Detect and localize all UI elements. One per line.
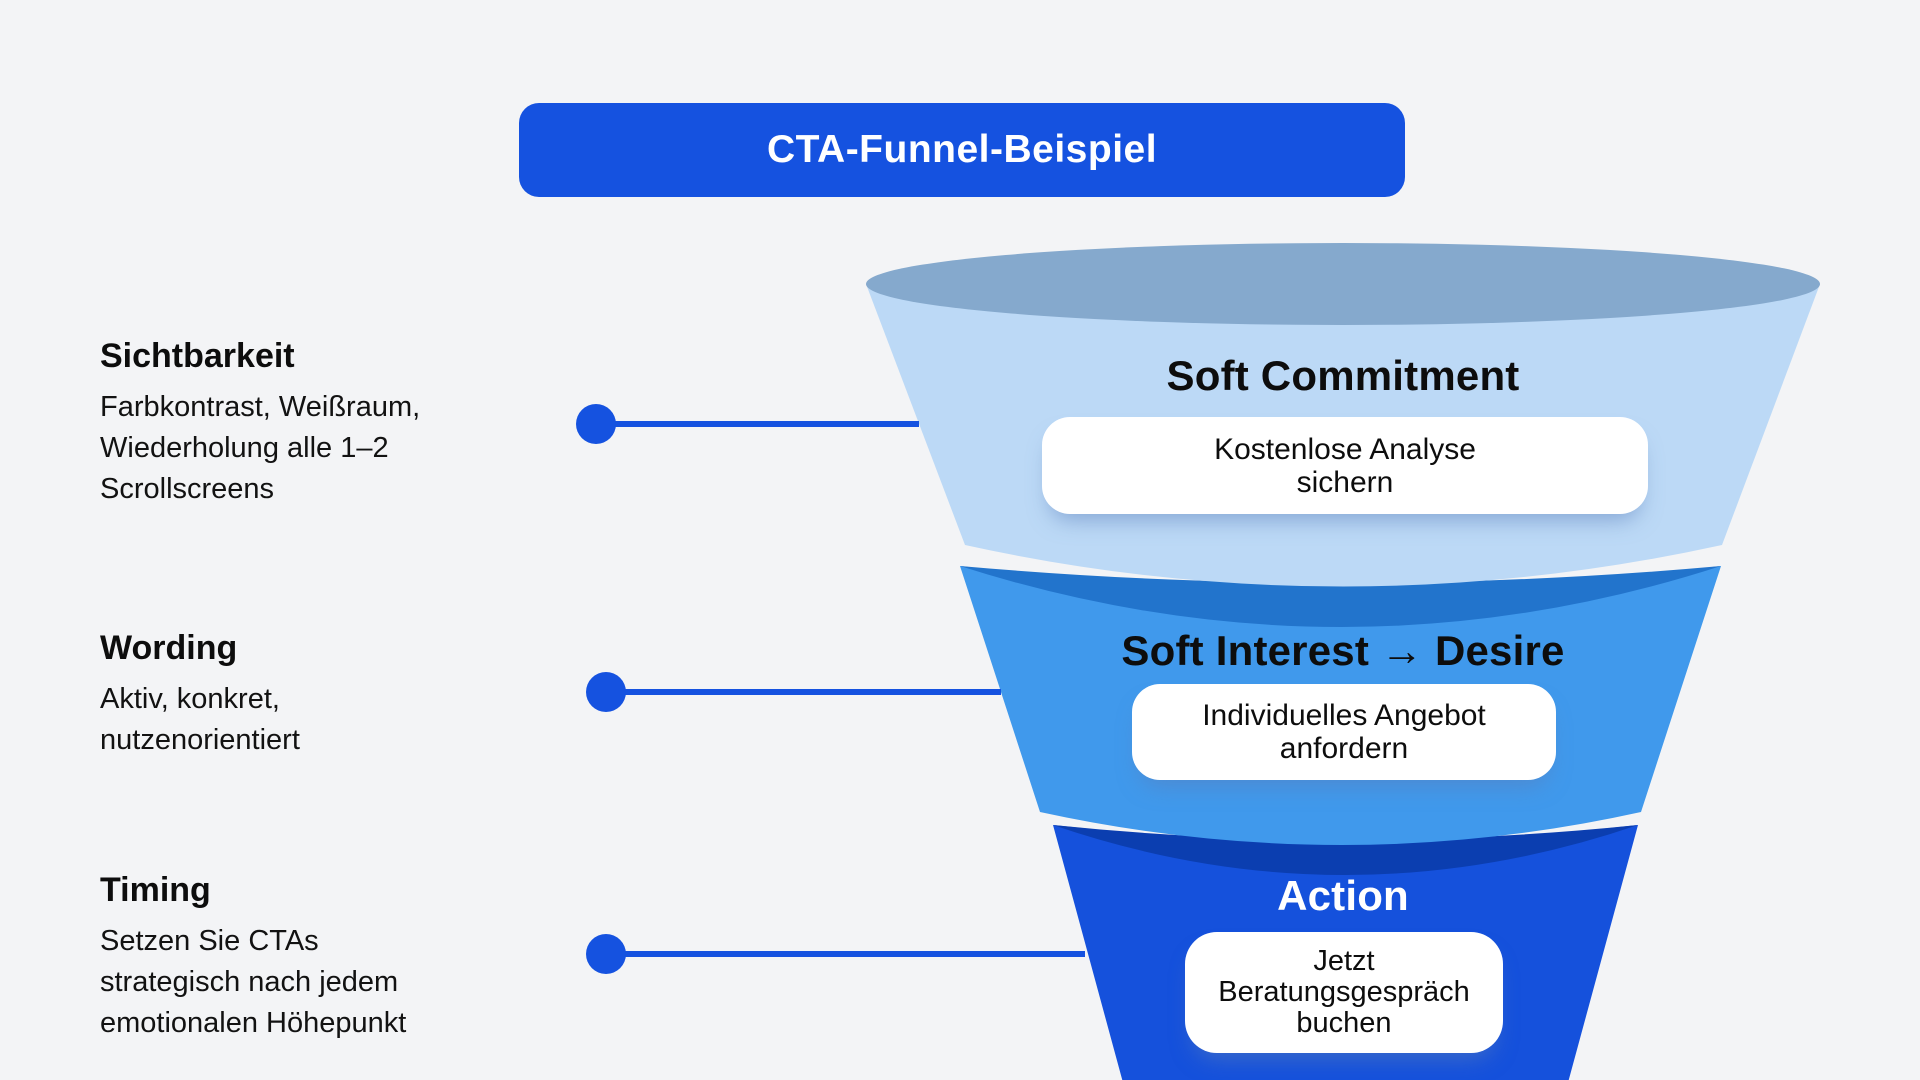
funnel-tier2-rim [960, 566, 1721, 627]
annotation-line: strategisch nach jedem [100, 965, 399, 998]
connector-line-wording [606, 689, 1001, 695]
annotation-wording-body: Aktiv, konkret, nutzenorientiert [100, 679, 300, 761]
cta-button-tier3-line3: buchen [1296, 1007, 1392, 1039]
annotation-line: Setzen Sie CTAs [100, 924, 319, 957]
cta-button-tier2[interactable]: Individuelles Angebot anfordern [1132, 684, 1556, 780]
cta-button-tier1-line1: Kostenlose Analyse [1214, 432, 1476, 466]
connector-dot-timing [586, 934, 626, 974]
tier3-heading: Action [1277, 872, 1409, 919]
cta-button-tier2-line2: anfordern [1279, 732, 1409, 765]
cta-button-tier1-line2: sichern [1296, 465, 1394, 499]
tier2-heading: Soft Interest → Desire [1121, 627, 1565, 674]
annotation-line: Wiederholung alle 1–2 [100, 431, 389, 464]
connector-line-sichtbarkeit [596, 421, 919, 427]
annotation-line: emotionalen Höhepunkt [100, 1006, 407, 1039]
annotation-line: Aktiv, konkret, [100, 682, 280, 715]
cta-button-tier3[interactable]: Jetzt Beratungsgespräch buchen [1185, 932, 1503, 1053]
cta-button-tier1[interactable]: Kostenlose Analyse sichern [1042, 417, 1648, 514]
annotation-line: Scrollscreens [100, 472, 275, 505]
annotation-line: nutzenorientiert [100, 723, 300, 756]
cta-button-tier2-line1: Individuelles Angebot [1202, 699, 1486, 732]
funnel-top-opening [866, 243, 1820, 325]
annotation-wording-heading: Wording [100, 629, 238, 667]
tier1-heading: Soft Commitment [1166, 352, 1520, 399]
cta-button-tier3-line2: Beratungsgespräch [1218, 976, 1470, 1008]
annotation-wording: Wording Aktiv, konkret, nutzenorientiert [100, 628, 300, 761]
connector-dot-wording [586, 672, 626, 712]
title-banner: CTA-Funnel-Beispiel [519, 103, 1405, 197]
annotation-sichtbarkeit: Sichtbarkeit Farbkontrast, Weißraum, Wie… [100, 336, 420, 510]
annotation-sichtbarkeit-heading: Sichtbarkeit [100, 337, 295, 375]
annotation-sichtbarkeit-body: Farbkontrast, Weißraum, Wiederholung all… [100, 387, 420, 510]
annotation-timing: Timing Setzen Sie CTAs strategisch nach … [100, 870, 406, 1044]
connector-line-timing [606, 951, 1085, 957]
title-banner-label: CTA-Funnel-Beispiel [766, 128, 1158, 171]
annotation-timing-body: Setzen Sie CTAs strategisch nach jedem e… [100, 921, 406, 1044]
connector-dot-sichtbarkeit [576, 404, 616, 444]
annotation-timing-heading: Timing [100, 871, 211, 909]
cta-button-tier3-line1: Jetzt [1313, 945, 1375, 977]
annotation-line: Farbkontrast, Weißraum, [100, 390, 421, 423]
